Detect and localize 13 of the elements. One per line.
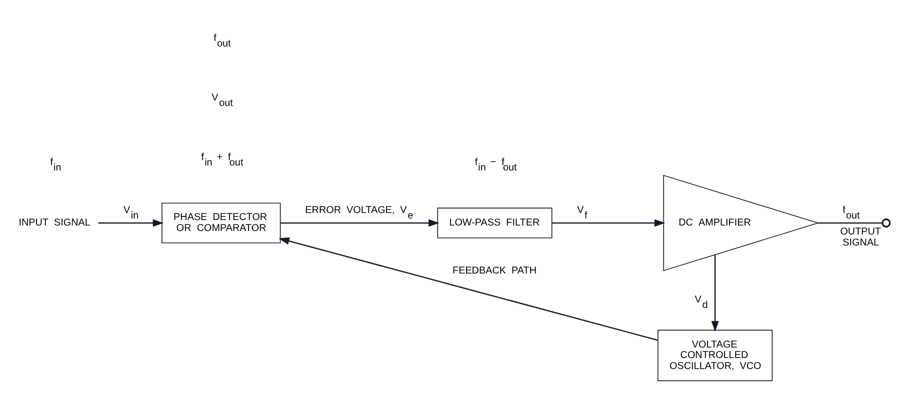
arrow: [552, 218, 666, 226]
node-circle: [882, 218, 891, 228]
node-box: PHASE DETECTOR OR COMPARATOR: [162, 202, 281, 243]
arrow: [280, 218, 440, 226]
edge-label: FEEDBACK PATH: [452, 265, 537, 276]
node-box: VOLTAGE CONTROLLED OSCILLATOR, VCO: [658, 329, 773, 381]
arrow: [711, 254, 719, 332]
node-box: LOW-PASS FILTER: [437, 207, 552, 238]
node-label: OUTPUT SIGNAL: [840, 226, 882, 248]
arrow: [98, 218, 164, 226]
arrow: [278, 236, 658, 340]
node-text: INPUT SIGNAL: [18, 217, 90, 228]
connector: [818, 222, 882, 224]
